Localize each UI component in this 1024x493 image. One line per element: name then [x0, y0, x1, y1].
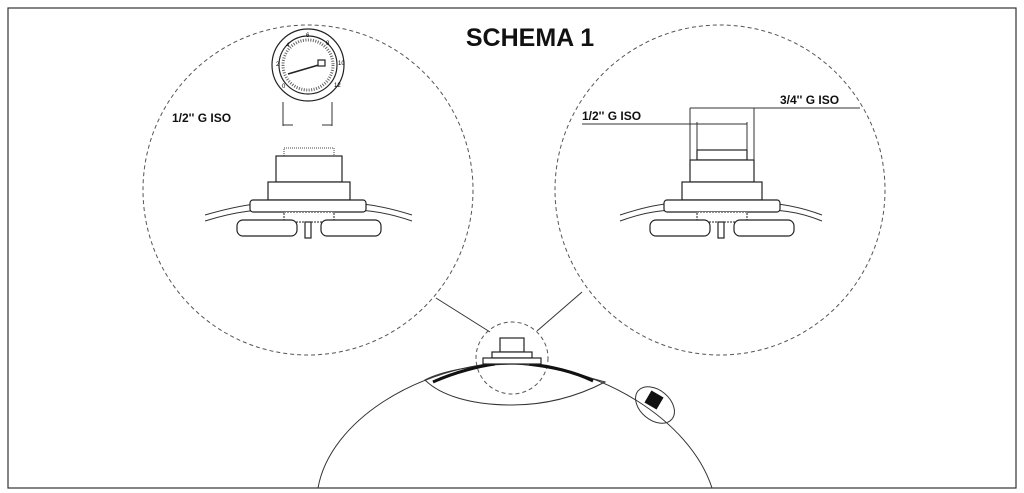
right-inner-thread-label: 1/2'' G ISO	[582, 109, 641, 123]
gauge-label-6: 6	[306, 33, 310, 39]
pressure-gauge: 0 2 4 6 8 10 12	[271, 28, 345, 102]
gauge-label-0: 0	[282, 84, 286, 90]
side-fitting-detail	[635, 386, 675, 424]
vessel-dome	[317, 337, 713, 489]
right-outer-thread-label: 3/4'' G ISO	[780, 93, 839, 107]
right-fitting	[619, 149, 823, 239]
left-detail-circle	[142, 24, 474, 356]
diagram-title: SCHEMA 1	[466, 24, 594, 52]
gauge-label-12: 12	[334, 83, 341, 89]
leader-line-left	[435, 297, 491, 333]
frame-border	[7, 7, 1017, 489]
gauge-label-4: 4	[286, 43, 290, 49]
left-fitting	[204, 147, 413, 239]
gauge-needle	[287, 63, 323, 75]
gauge-label-8: 8	[326, 41, 330, 47]
right-detail-circle	[554, 24, 886, 356]
gauge-label-10: 10	[338, 61, 345, 67]
gauge-label-2: 2	[276, 62, 280, 68]
left-thread-label: 1/2'' G ISO	[172, 111, 231, 125]
small-detail-circle	[475, 321, 549, 395]
leader-line-right	[536, 291, 583, 332]
